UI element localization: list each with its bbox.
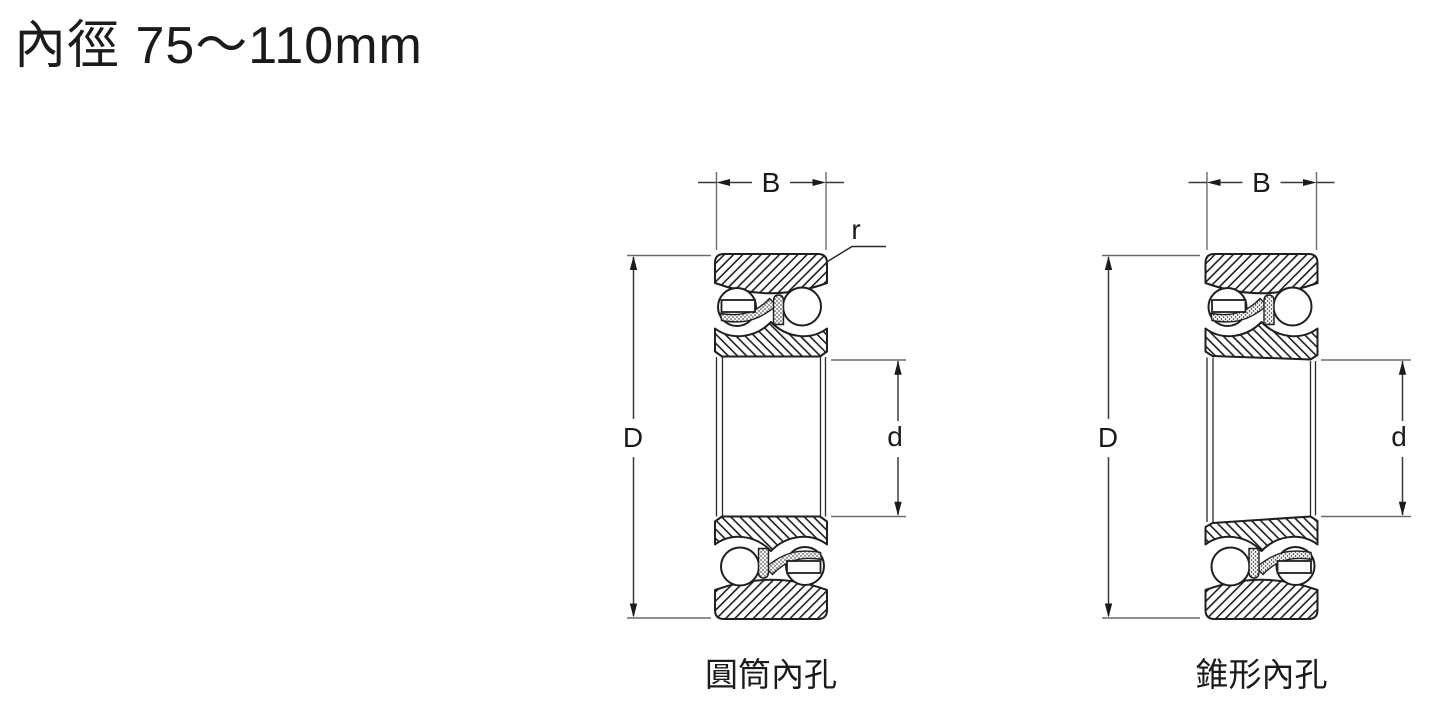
bearing-tapered-dimensions: B D d	[1098, 167, 1411, 619]
outer-diameter-label-cylindrical: D	[623, 422, 643, 453]
width-label-tapered: B	[1252, 167, 1271, 198]
caption-tapered-bore: 錐形內孔	[1196, 656, 1328, 693]
cylindrical-bore-lines	[715, 357, 827, 517]
bore-diameter-label-tapered: d	[1391, 421, 1407, 452]
chamfer-label: r	[851, 214, 860, 245]
bearing-tapered-drawing	[1204, 253, 1319, 620]
outer-diameter-label-tapered: D	[1098, 422, 1118, 453]
bearing-cylindrical-drawing	[714, 253, 828, 620]
tapered-bore-lines	[1206, 357, 1317, 522]
caption-cylindrical-bore: 圓筒內孔	[705, 656, 837, 693]
bearing-cylindrical-dimensions: B r D d	[623, 167, 906, 619]
width-label-cylindrical: B	[762, 167, 781, 198]
bore-diameter-label-cylindrical: d	[887, 421, 903, 452]
page-title: 內徑 75～110mm	[14, 17, 423, 75]
